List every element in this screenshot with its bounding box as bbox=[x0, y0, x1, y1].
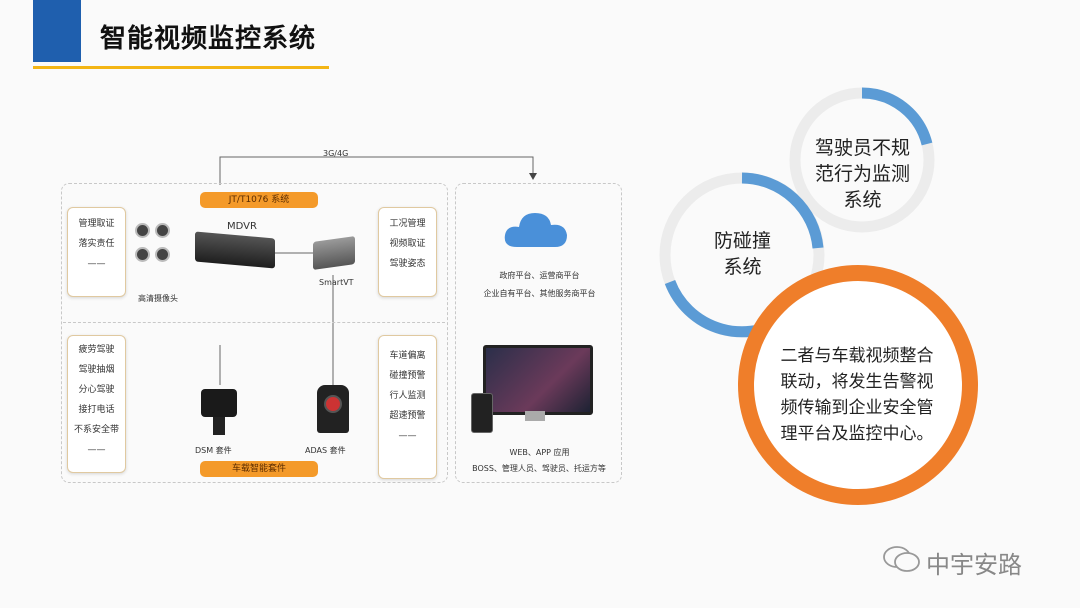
left-top-box: 管理取证 落实责任 —— bbox=[67, 207, 126, 297]
smartvt-device-icon bbox=[313, 236, 355, 270]
list-item: 落实责任 bbox=[68, 234, 125, 254]
list-item: —— bbox=[379, 426, 436, 446]
adas-device-icon bbox=[317, 385, 349, 433]
camera-icon bbox=[135, 247, 150, 262]
system-pill: JT/T1076 系统 bbox=[200, 192, 318, 208]
list-item: —— bbox=[68, 440, 125, 460]
list-item: 管理取证 bbox=[68, 214, 125, 234]
list-item: 疲劳驾驶 bbox=[68, 340, 125, 360]
list-item: 驾驶抽烟 bbox=[68, 360, 125, 380]
anti-collision-text: 防碰撞 系统 bbox=[690, 228, 795, 280]
watermark-text: 中宇安路 bbox=[926, 545, 1022, 580]
adas-label: ADAS 套件 bbox=[305, 445, 346, 456]
camera-group bbox=[135, 223, 175, 265]
cloud-icon bbox=[503, 207, 569, 249]
list-item: 分心驾驶 bbox=[68, 380, 125, 400]
dsm-label: DSM 套件 bbox=[195, 445, 232, 456]
smartvt-label: SmartVT bbox=[319, 278, 354, 287]
linkage-text: 二者与车载视频整合 联动，将发生告警视 频传输到企业安全管 理平台及监控中心。 bbox=[752, 343, 962, 447]
monitor-icon bbox=[483, 345, 593, 415]
monitor-stand bbox=[525, 411, 545, 421]
kit-pill: 车载智能套件 bbox=[200, 461, 318, 477]
title-underline bbox=[33, 66, 329, 69]
list-item: 驾驶姿态 bbox=[379, 254, 436, 274]
camera-icon bbox=[135, 223, 150, 238]
users-label: BOSS、管理人员、驾驶员、托运方等 bbox=[460, 463, 618, 474]
dsm-device-icon bbox=[201, 389, 237, 417]
web-app-label: WEB、APP 应用 bbox=[467, 447, 612, 458]
left-bottom-box: 疲劳驾驶 驾驶抽烟 分心驾驶 接打电话 不系安全带 —— bbox=[67, 335, 126, 473]
wechat-icon bbox=[882, 544, 922, 574]
list-item: 超速预警 bbox=[379, 406, 436, 426]
right-top-box: 工况管理 视频取证 驾驶姿态 bbox=[378, 207, 437, 297]
list-item: 车道偏离 bbox=[379, 346, 436, 366]
adas-lens bbox=[324, 395, 342, 413]
list-item: —— bbox=[68, 254, 125, 274]
list-item: 行人监测 bbox=[379, 386, 436, 406]
mdvr-label: MDVR bbox=[227, 221, 257, 232]
region-divider bbox=[63, 322, 445, 323]
list-item: 工况管理 bbox=[379, 214, 436, 234]
list-item: 碰撞预警 bbox=[379, 366, 436, 386]
network-label: 3G/4G bbox=[323, 149, 348, 158]
system-diagram: 3G/4G JT/T1076 系统 管理取证 落实责任 —— 高清摄像头 MDV… bbox=[55, 145, 630, 490]
cloud-line-1: 政府平台、运营商平台 bbox=[467, 270, 612, 281]
phone-icon bbox=[471, 393, 493, 433]
list-item: 接打电话 bbox=[68, 400, 125, 420]
camera-icon bbox=[155, 223, 170, 238]
dsm-stand bbox=[213, 417, 225, 435]
cloud-line-2: 企业自有平台、其他服务商平台 bbox=[467, 288, 612, 299]
camera-label: 高清摄像头 bbox=[138, 293, 178, 304]
right-bottom-box: 车道偏离 碰撞预警 行人监测 超速预警 —— bbox=[378, 335, 437, 479]
list-item: 视频取证 bbox=[379, 234, 436, 254]
header-accent-bar bbox=[33, 0, 81, 62]
list-item: 不系安全带 bbox=[68, 420, 125, 440]
driver-monitor-text: 驾驶员不规 范行为监测 系统 bbox=[800, 135, 925, 213]
camera-icon bbox=[155, 247, 170, 262]
page-title: 智能视频监控系统 bbox=[100, 18, 316, 55]
